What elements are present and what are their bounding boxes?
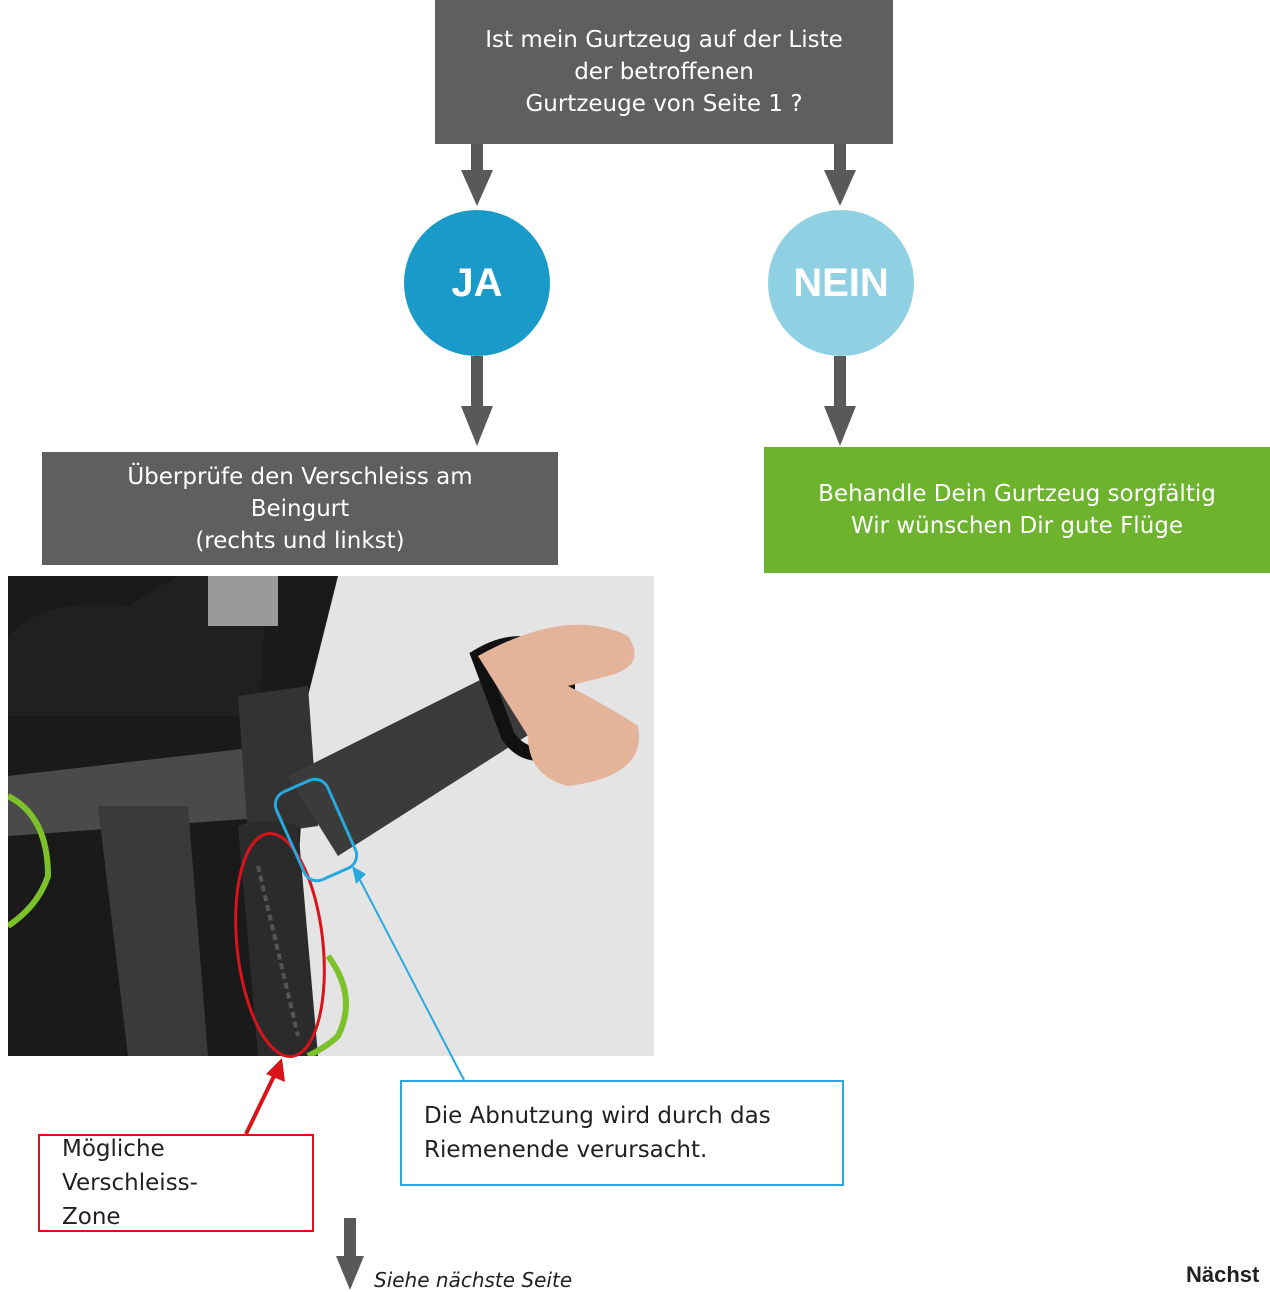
- yes-circle: JA: [404, 210, 550, 356]
- care-message-box: Behandle Dein Gurtzeug sorgfältig Wir wü…: [764, 447, 1270, 573]
- wear-cause-callout: Die Abnutzung wird durch das Riemenende …: [400, 1080, 844, 1186]
- check-wear-box: Überprüfe den Verschleiss am Beingurt (r…: [42, 452, 558, 565]
- harness-illustration: [8, 576, 654, 1056]
- arrow-head: [824, 170, 856, 206]
- next-page-label: Nächst: [1186, 1262, 1260, 1287]
- strap-end-highlight: [273, 777, 359, 883]
- arrow-head: [461, 406, 493, 446]
- question-box: Ist mein Gurtzeug auf der Liste der betr…: [435, 0, 893, 144]
- wear-zone-callout: Mögliche Verschleiss- Zone: [38, 1134, 314, 1232]
- cause-pointer-head: [352, 866, 366, 884]
- see-next-page-link[interactable]: Siehe nächste Seite: [374, 1268, 573, 1292]
- no-circle: NEIN: [768, 210, 914, 356]
- cause-pointer-line: [359, 879, 465, 1081]
- wear-pointer-line: [244, 1075, 276, 1135]
- harness-photo: [8, 576, 654, 1056]
- wear-pointer-head: [266, 1058, 285, 1082]
- wear-zone-ellipse: [234, 832, 326, 1058]
- arrow-head: [824, 406, 856, 446]
- arrow-head: [336, 1256, 364, 1290]
- arrow-head: [461, 170, 493, 206]
